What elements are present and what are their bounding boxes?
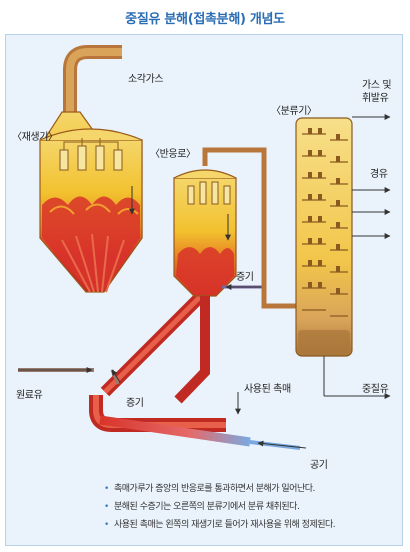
note-item: • 분해된 수증기는 오른쪽의 분류기에서 분류 채취된다. [104, 498, 404, 516]
air-inlet-pipe [99, 415, 307, 450]
note-text: 분해된 수증기는 오른쪽의 분류기에서 분류 채취된다. [114, 502, 300, 512]
reactor-vessel [173, 169, 237, 297]
bullet-icon: • [104, 520, 109, 530]
label-regenerator: 〈재생기〉 [12, 132, 58, 143]
label-heavy-oil: 중질유 [362, 384, 389, 395]
label-gas-volatile-2: 휘발유 [362, 93, 389, 104]
bullet-icon: • [104, 502, 109, 512]
bottom-steam-arrow [111, 369, 121, 383]
label-gas-volatile-1: 가스 및 [362, 80, 392, 91]
reactor-standpipe [174, 296, 210, 404]
bullet-icon: • [104, 484, 109, 494]
reactor-overhead-line [202, 147, 296, 309]
note-item: • 촉매가루가 증앙의 반응로를 통과하면서 분해가 일어난다. [104, 480, 404, 498]
note-text: 촉매가루가 증앙의 반응로를 통과하면서 분해가 일어난다. [114, 484, 315, 494]
flue-gas-duct [63, 45, 122, 112]
fractionator-tower [295, 117, 353, 357]
label-feed-oil: 원료유 [16, 390, 43, 401]
notes-list: • 촉매가루가 증앙의 반응로를 통과하면서 분해가 일어난다. • 분해된 수… [104, 480, 404, 534]
label-air: 공기 [310, 460, 328, 471]
note-item: • 사용된 촉매는 왼쪽의 재생기로 들어가 재사용을 위해 정제된다. [104, 516, 404, 534]
label-fractionator: 〈분류기〉 [271, 106, 317, 117]
diagram-title: 중질유 분해(접촉분해) 개념도 [125, 12, 285, 27]
label-steam-bottom: 증기 [126, 398, 144, 409]
label-light-oil: 경유 [370, 169, 388, 180]
label-reactor: 〈반응로〉 [150, 149, 196, 160]
feed-oil-line [18, 367, 120, 385]
regenerator-vessel [39, 111, 143, 293]
label-flue-gas: 소각가스 [128, 74, 164, 85]
label-steam-reactor: 증기 [236, 272, 254, 283]
note-text: 사용된 촉매는 왼쪽의 재생기로 들어가 재사용을 위해 정제된다. [114, 520, 336, 530]
fractionator-outlets [323, 114, 391, 399]
label-used-catalyst: 사용된 촉매 [244, 384, 291, 395]
